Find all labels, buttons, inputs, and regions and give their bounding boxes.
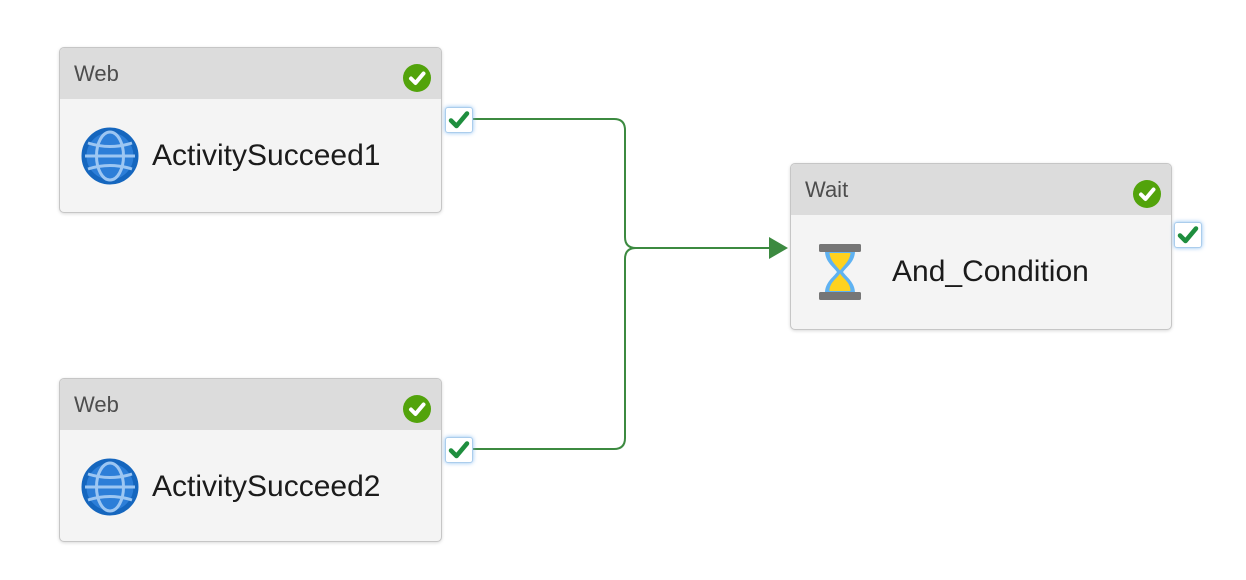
check-circle-icon [403,63,431,92]
activity-body: ActivitySucceed1 [60,99,441,212]
check-circle-icon [1133,179,1161,208]
activity-name: ActivitySucceed2 [152,469,381,503]
globe-icon [81,458,139,516]
success-output-connector-activitysucceed2[interactable] [445,437,473,463]
activity-node-and-condition[interactable]: Wait And_Condition [790,163,1172,330]
activity-type-label: Web [74,60,119,86]
activity-header: Web [60,48,441,99]
activity-body: And_Condition [791,215,1171,328]
activity-body: ActivitySucceed2 [60,430,441,541]
edge-success-1 [473,118,770,249]
success-output-connector-activitysucceed1[interactable] [445,107,473,133]
activity-node-activitysucceed2[interactable]: Web ActivitySucceed2 [59,378,442,542]
success-output-connector-and-condition[interactable] [1174,222,1202,248]
check-circle-icon [403,394,431,423]
activity-node-activitysucceed1[interactable]: Web ActivitySucceed1 [59,47,442,213]
activity-header: Wait [791,164,1171,215]
edge-success-2 [473,247,770,450]
activity-type-label: Wait [805,176,849,202]
activity-header: Web [60,379,441,430]
globe-icon [81,127,139,185]
activity-type-label: Web [74,391,119,417]
edge-arrowhead-icon [769,237,788,259]
activity-name: ActivitySucceed1 [152,138,381,172]
activity-name: And_Condition [892,254,1089,288]
hourglass-icon [818,242,862,302]
